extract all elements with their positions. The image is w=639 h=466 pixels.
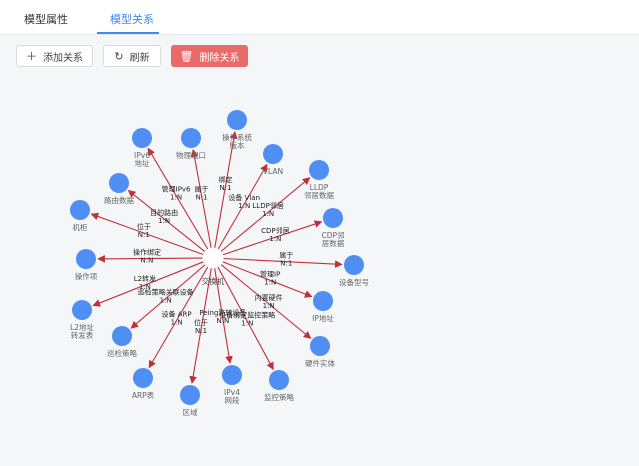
model-node-label: 监控策略 (264, 392, 294, 402)
relation-edge[interactable] (222, 257, 343, 268)
model-node-label: 操作项 (75, 271, 98, 281)
relation-edge[interactable] (222, 220, 323, 256)
tab-model-relations[interactable]: 模型关系 (110, 13, 154, 26)
model-node[interactable] (263, 144, 283, 164)
relation-edge[interactable] (220, 177, 311, 253)
model-node-label: L2地址转发表 (70, 322, 94, 340)
delete-relation-label: 删除关系 (199, 52, 240, 64)
relation-edge[interactable] (97, 255, 204, 263)
model-node[interactable] (181, 128, 201, 148)
model-node-label: 区域 (183, 407, 198, 417)
relation-edge[interactable] (190, 149, 212, 249)
model-node-label: VLAN (263, 167, 283, 176)
relation-edge[interactable] (217, 266, 274, 371)
model-node[interactable] (109, 173, 129, 193)
model-node[interactable] (112, 326, 132, 346)
relation-edge[interactable] (127, 190, 206, 253)
refresh-icon: ↻ (114, 49, 124, 63)
relation-edge[interactable] (217, 163, 268, 250)
relation-edge[interactable] (214, 267, 233, 364)
relation-edge[interactable] (220, 263, 312, 339)
model-node-label: ARP表 (132, 390, 155, 400)
model-node-label: 路由数据 (104, 195, 134, 205)
active-tab-indicator (97, 32, 159, 34)
relation-edge[interactable] (189, 267, 212, 384)
model-node[interactable] (70, 200, 90, 220)
relation-edge[interactable] (90, 212, 204, 256)
model-node[interactable] (344, 255, 364, 275)
refresh-label: 刷新 (129, 52, 150, 64)
tab-bar: 模型属性 模型关系 (0, 0, 639, 35)
model-node-label: IP地址 (312, 313, 334, 323)
model-node-label: 巡检策略 (107, 348, 137, 358)
model-node[interactable] (323, 208, 343, 228)
model-node-label: 操作系统版本 (222, 132, 252, 150)
model-node[interactable] (133, 368, 153, 388)
model-node[interactable] (310, 336, 330, 356)
relation-edge[interactable] (92, 261, 204, 307)
relation-edge[interactable] (222, 261, 313, 298)
plus-icon: ＋ (26, 49, 37, 63)
model-node-label: 机柜 (73, 222, 88, 232)
model-node[interactable] (180, 385, 200, 405)
model-node[interactable] (72, 300, 92, 320)
trash-icon: 🗑 (179, 49, 194, 63)
delete-relation-button[interactable]: 🗑 删除关系 (171, 45, 248, 67)
refresh-button[interactable]: ↻ 刷新 (103, 45, 161, 67)
model-node-label: 设备型号 (339, 277, 369, 287)
model-node[interactable] (76, 249, 96, 269)
tab-model-properties[interactable]: 模型属性 (24, 13, 68, 26)
add-relation-button[interactable]: ＋ 添加关系 (16, 45, 93, 67)
model-node-label: 物理端口 (176, 150, 206, 160)
model-node[interactable] (269, 370, 289, 390)
center-model-node[interactable] (202, 247, 224, 269)
model-node[interactable] (227, 110, 247, 130)
add-relation-label: 添加关系 (43, 52, 83, 64)
model-node[interactable] (222, 365, 242, 385)
center-model-label: 交换机 (202, 276, 225, 286)
relation-edge[interactable] (130, 264, 206, 329)
model-node[interactable] (313, 291, 333, 311)
relation-edge[interactable] (214, 131, 238, 249)
model-node-label: CDP邻居数据 (321, 230, 345, 248)
model-node-label: 硬件实体 (305, 358, 335, 368)
model-node[interactable] (309, 160, 329, 180)
relation-edge[interactable] (147, 147, 209, 250)
relation-edge[interactable] (148, 266, 209, 369)
model-node[interactable] (132, 128, 152, 148)
